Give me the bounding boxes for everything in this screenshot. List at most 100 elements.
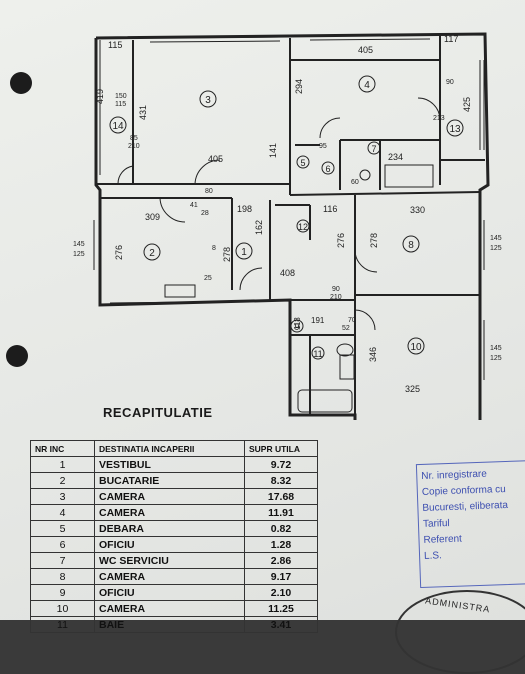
dim-label: 125	[490, 355, 502, 362]
dim-label: 330	[410, 205, 425, 215]
dim-label: 145	[490, 345, 502, 352]
room-label-2: 2	[149, 248, 155, 259]
dim-label: 405	[208, 154, 223, 164]
table-header-row: NR INC DESTINATIA INCAPERII SUPR UTILA	[30, 440, 318, 457]
row-name: BAIE	[94, 616, 245, 633]
dim-label: 90	[446, 79, 454, 86]
dim-label: 115	[108, 40, 122, 50]
room-label-8: 8	[408, 240, 414, 251]
room-label-4: 4	[364, 80, 370, 91]
header-nr: NR INC	[30, 440, 95, 457]
room-label-1: 1	[241, 247, 247, 258]
room-label-10: 10	[410, 342, 422, 353]
dim-label: 70	[348, 317, 356, 324]
room-label-13: 13	[449, 124, 461, 135]
dim-label: 80	[205, 188, 213, 195]
room-label-11: 11	[313, 349, 322, 359]
room-label-3: 3	[205, 95, 211, 106]
row-nr: 2	[30, 472, 95, 489]
row-nr: 1	[30, 456, 95, 473]
dim-label: 346	[368, 347, 378, 362]
row-area: 2.10	[244, 584, 318, 601]
header-destination: DESTINATIA INCAPERII	[94, 440, 245, 457]
row-area: 8.32	[244, 472, 318, 489]
dim-label: 325	[405, 384, 420, 394]
row-name: CAMERA	[94, 488, 245, 505]
dim-label: 41	[190, 202, 198, 209]
room-label-9: 9	[294, 322, 299, 332]
header-area: SUPR UTILA	[244, 440, 318, 457]
dim-label: 294	[294, 79, 304, 94]
room-label-6: 6	[325, 164, 330, 174]
dim-label: 162	[254, 220, 264, 235]
dim-label: 85	[130, 135, 138, 142]
dim-label: 95	[319, 143, 327, 150]
punch-hole	[6, 345, 28, 367]
row-area: 2.86	[244, 552, 318, 569]
row-name: CAMERA	[94, 568, 245, 585]
row-name: WC SERVICIU	[94, 552, 245, 569]
dim-label: 117	[444, 34, 458, 44]
registration-stamp: Nr. inregistrare Copie conforma cu Bucur…	[415, 459, 525, 589]
dim-label: 116	[323, 204, 337, 214]
row-nr: 3	[30, 488, 95, 505]
dim-label: 118	[293, 317, 302, 330]
stamp-line: L.S.	[423, 550, 443, 562]
row-nr: 5	[30, 520, 95, 537]
dim-label: 408	[280, 268, 295, 278]
row-name: CAMERA	[94, 504, 245, 521]
row-area: 9.72	[244, 456, 318, 473]
dim-label: 198	[237, 204, 252, 214]
room-label-12: 12	[298, 222, 308, 232]
dim-label: 8	[212, 245, 216, 252]
recap-table: NR INC DESTINATIA INCAPERII SUPR UTILA 1…	[30, 440, 318, 633]
dim-label: 213	[433, 115, 445, 122]
row-nr: 4	[30, 504, 95, 521]
punch-hole	[10, 72, 32, 94]
row-name: VESTIBUL	[94, 456, 245, 473]
dim-label: 145	[490, 235, 502, 242]
room-label-7: 7	[371, 144, 376, 154]
dim-label: 150	[115, 93, 127, 100]
row-name: CAMERA	[94, 600, 245, 617]
row-nr: 7	[30, 552, 95, 569]
dim-label: 28	[201, 210, 209, 217]
dim-label: 431	[138, 105, 148, 120]
seal-text: ADMINISTRA	[424, 595, 491, 615]
dim-label: 210	[330, 294, 342, 301]
row-area: 0.82	[244, 520, 318, 537]
row-name: BUCATARIE	[94, 472, 245, 489]
row-area: 11.25	[244, 600, 318, 617]
dim-label: 425	[462, 97, 472, 112]
row-area: 1.28	[244, 536, 318, 553]
dim-label: 145	[73, 241, 85, 248]
row-name: DEBARA	[94, 520, 245, 537]
dim-label: 25	[204, 275, 212, 282]
floor-plan: 1 2 3 4 5 6 7 8 9 10 11 12 13 14 115 117…	[73, 32, 502, 420]
dim-label: 191	[311, 316, 325, 325]
dim-label: 115	[115, 101, 126, 108]
dim-label: 405	[358, 45, 373, 55]
row-name: OFICIU	[94, 584, 245, 601]
dim-label: 125	[490, 245, 502, 252]
administration-seal: ADMINISTRA	[395, 590, 525, 674]
dim-label: 276	[336, 233, 346, 248]
recap-title: RECAPITULATIE	[103, 405, 213, 420]
room-label-14: 14	[112, 121, 124, 132]
dim-label: 234	[388, 152, 403, 162]
dim-label: 309	[145, 212, 160, 222]
dim-label: 141	[268, 143, 278, 158]
row-nr: 10	[30, 600, 95, 617]
dim-label: 276	[114, 245, 124, 260]
